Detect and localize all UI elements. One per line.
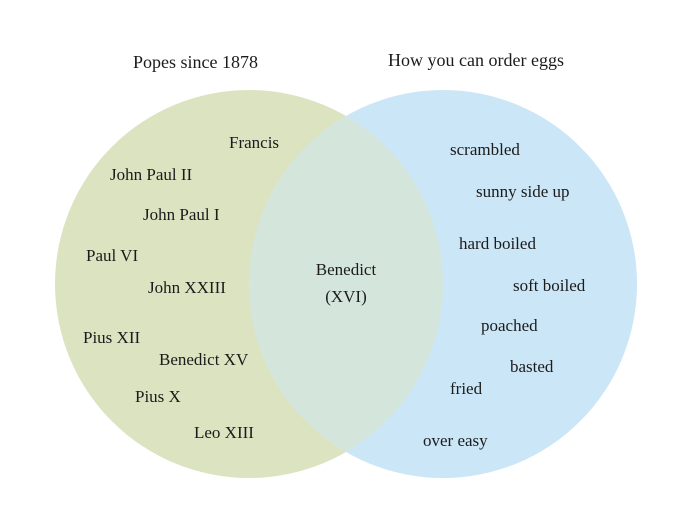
- egg-style-item: scrambled: [450, 140, 520, 159]
- intersection-line-2: (XVI): [325, 287, 367, 306]
- intersection-label: Benedict (XVI): [296, 256, 396, 310]
- pope-item: Francis: [229, 133, 280, 152]
- pope-item: Pius X: [135, 387, 181, 406]
- intersection-line-1: Benedict: [315, 260, 377, 279]
- pope-item: Leo XIII: [194, 423, 254, 442]
- pope-item: John Paul II: [110, 165, 193, 184]
- overlap-region: [249, 90, 443, 478]
- egg-style-item: sunny side up: [476, 182, 570, 201]
- left-set-title: Popes since 1878: [133, 52, 258, 72]
- pope-item: John Paul I: [143, 205, 220, 224]
- egg-style-item: basted: [510, 357, 554, 376]
- pope-item: Paul VI: [86, 246, 139, 265]
- egg-style-item: over easy: [423, 431, 488, 450]
- pope-item: Benedict XV: [159, 350, 249, 369]
- egg-style-item: hard boiled: [459, 234, 536, 253]
- right-set-title: How you can order eggs: [388, 50, 564, 70]
- pope-item: Pius XII: [83, 328, 141, 347]
- egg-style-item: fried: [450, 379, 483, 398]
- egg-style-item: poached: [481, 316, 538, 335]
- pope-item: John XXIII: [148, 278, 226, 297]
- egg-style-item: soft boiled: [513, 276, 586, 295]
